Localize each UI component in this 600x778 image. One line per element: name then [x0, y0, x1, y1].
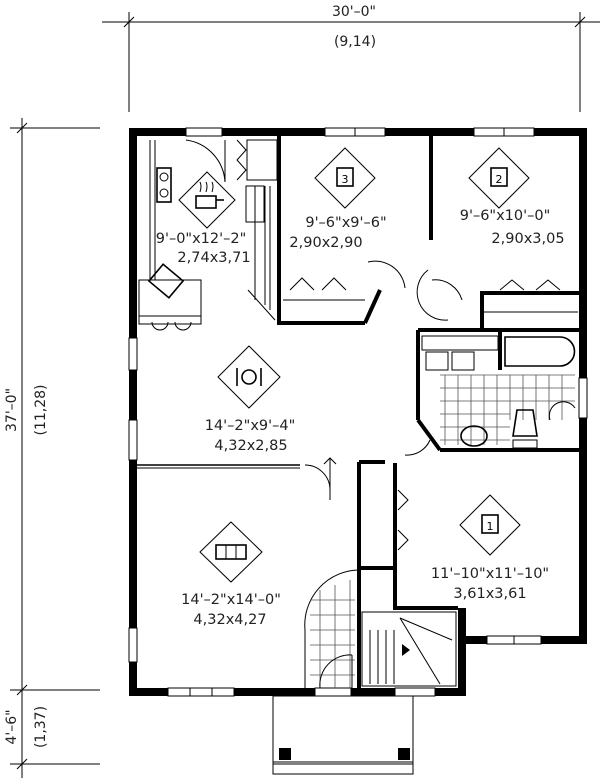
- porch-metric: (1,37): [33, 706, 49, 748]
- living-size-metric: 4,32x4,27: [193, 612, 266, 628]
- porch: [272, 695, 414, 775]
- windows: [128, 127, 588, 697]
- bedroom1-size-metric: 3,61x3,61: [453, 586, 526, 602]
- svg-text:1: 1: [487, 520, 494, 533]
- bedroom2-size-metric: 2,90x3,05: [491, 231, 564, 247]
- depth-imperial: 37'–0": [4, 388, 20, 432]
- living-size-imperial: 14'–2"x14'–0": [181, 592, 281, 608]
- bedroom3-size-imperial: 9'–6"x9'–6": [305, 215, 386, 231]
- sofa-icon: [199, 521, 263, 583]
- bedroom2-size-imperial: 9'–6"x10'–0": [460, 208, 551, 224]
- left-dimension: [10, 118, 100, 778]
- top-dimension: [102, 12, 600, 112]
- svg-text:3: 3: [342, 173, 349, 186]
- dining-size-metric: 4,32x2,85: [214, 438, 287, 454]
- cooking-pot-icon: [178, 171, 236, 229]
- door-swings: [304, 260, 463, 500]
- kitchen-fixtures: [138, 139, 278, 331]
- bedroom3-size-metric: 2,90x2,90: [289, 235, 362, 251]
- width-imperial: 30'–0": [332, 4, 376, 20]
- bed-3-icon: 3: [314, 147, 376, 209]
- bathroom-fixtures: [421, 335, 576, 449]
- bed-2-icon: 2: [468, 147, 530, 209]
- bedroom1-size-imperial: 11'–10"x11'–10": [431, 566, 549, 582]
- bed-1-icon: 1: [459, 494, 521, 556]
- porch-imperial: 4'–6": [4, 709, 20, 744]
- kitchen-size-imperial: 9'–0"x12'–2": [156, 231, 247, 247]
- depth-metric: (11,28): [33, 384, 49, 435]
- bath-tile-grid: [440, 374, 575, 445]
- plate-cutlery-icon: [217, 345, 281, 409]
- foyer: [304, 569, 457, 689]
- kitchen-size-metric: 2,74x3,71: [177, 250, 250, 266]
- dining-size-imperial: 14'–2"x9'–4": [205, 418, 296, 434]
- interior-walls: [137, 136, 580, 690]
- width-metric: (9,14): [334, 34, 376, 50]
- closets: [283, 277, 578, 551]
- svg-text:2: 2: [496, 173, 503, 186]
